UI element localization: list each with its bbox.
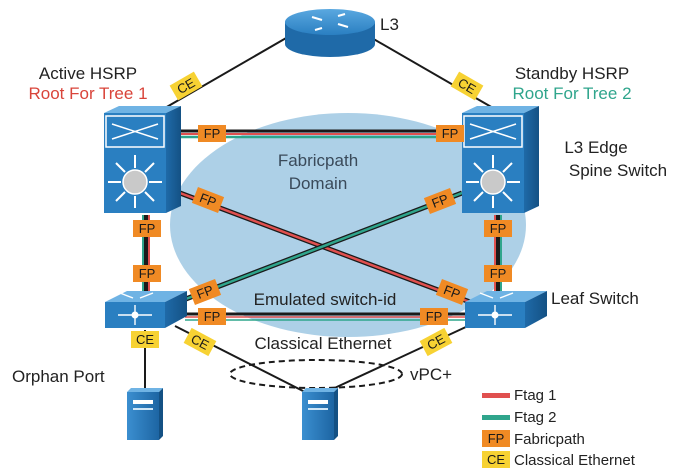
label-vpc-plus: vPC+ [410,365,452,384]
label-l3: L3 [380,15,399,34]
server-icon-orphan[interactable] [127,388,163,440]
spine-switch-left[interactable] [104,106,181,213]
link-diag-right-left-ftag2 [177,191,463,304]
legend-fp-label: Fabricpath [514,431,585,448]
fabricpath-domain-area [170,113,526,337]
fp-tag-spine-spine-left: FP [198,125,226,142]
label-classical-ethernet: Classical Ethernet [254,334,391,353]
label-fabricpath-domain-1: Fabricpath [278,151,358,170]
legend-ce-label: Classical Ethernet [514,452,636,469]
label-active-hsrp: Active HSRP [39,64,137,83]
label-root-tree-2: Root For Tree 2 [512,84,631,103]
legend-ce-swatch [482,451,510,468]
fp-tag-leaf-leaf-right: FP [420,308,448,325]
label-spine-switch: Spine Switch [569,161,667,180]
fp-tag-diag-red-bottom: FP [435,279,469,305]
spine-switch-right[interactable] [462,106,539,213]
fp-tag-vertical-right-upper: FP [484,220,512,237]
svg-text:FP: FP [204,309,221,324]
label-emulated-switch-id: Emulated switch-id [254,290,397,309]
ce-tag-router-left: CE [169,71,203,101]
legend-ftag2-swatch [482,415,510,420]
svg-text:FP: FP [198,190,219,210]
legend-ftag2-label: Ftag 2 [514,409,557,426]
legend-ce-tag-text: CE [487,452,505,467]
link-router-spine-left [157,29,301,113]
ce-tag-vpc-right: CE [419,327,453,357]
svg-text:FP: FP [490,266,507,281]
link-router-spine-right [357,29,501,113]
fp-tag-vertical-left-lower: FP [133,265,161,282]
label-fabricpath-domain-2: Domain [289,174,348,193]
svg-text:FP: FP [442,126,459,141]
svg-text:FP: FP [139,266,156,281]
svg-text:FP: FP [442,282,463,302]
label-leaf-switch: Leaf Switch [551,289,639,308]
server-icon-vpc[interactable] [302,388,338,440]
legend-fp-tag-text: FP [488,431,505,446]
label-standby-hsrp: Standby HSRP [515,64,629,83]
label-l3-edge: L3 Edge [564,138,627,157]
fp-tag-vertical-right-lower: FP [484,265,512,282]
ce-tag-orphan: CE [131,331,159,348]
legend-fp-swatch [482,430,510,447]
svg-text:FP: FP [195,282,216,302]
vpc-plus-bundle-outline [229,359,403,389]
fp-tag-diag-green-bottom: FP [188,279,222,305]
fp-tag-vertical-left-upper: FP [133,220,161,237]
legend: Ftag 1 Ftag 2 FP Fabricpath CE Classical… [482,387,636,469]
leaf-switch-left[interactable] [105,291,187,328]
svg-text:FP: FP [204,126,221,141]
fp-tag-diag-red-top: FP [191,187,225,213]
leaf-switch-right[interactable] [465,291,547,328]
fp-tag-diag-green-top: FP [423,188,457,214]
svg-text:FP: FP [426,309,443,324]
svg-text:FP: FP [430,191,451,211]
svg-text:FP: FP [139,221,156,236]
fp-tag-spine-spine-right: FP [436,125,464,142]
legend-ftag1-label: Ftag 1 [514,387,557,404]
label-root-tree-1: Root For Tree 1 [28,84,147,103]
ce-tag-vpc-left: CE [183,327,217,357]
label-orphan-port: Orphan Port [12,367,105,386]
router-icon[interactable] [285,9,375,57]
ce-tag-router-right: CE [450,71,484,101]
svg-text:CE: CE [136,332,154,347]
legend-ftag1-swatch [482,393,510,398]
svg-text:FP: FP [490,221,507,236]
fp-tag-leaf-leaf-left: FP [198,308,226,325]
